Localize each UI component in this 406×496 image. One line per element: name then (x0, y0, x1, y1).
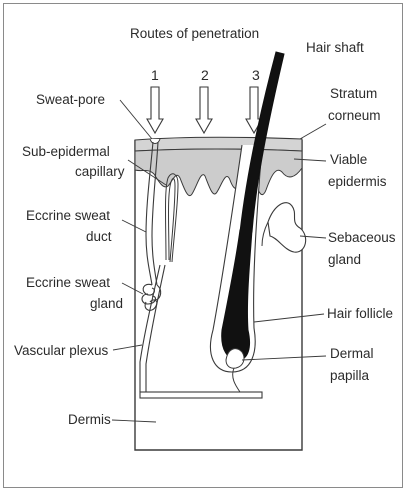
sebaceous-gland (268, 203, 306, 252)
route-number-1: 1 (151, 67, 159, 83)
leader-vascular-plexus (113, 345, 142, 350)
label-hair-shaft: Hair shaft (306, 40, 364, 55)
label-sub-epidermal-capillary-line2: capillary (75, 164, 125, 179)
route-arrow-1 (147, 87, 163, 133)
leader-stratum-corneum (300, 124, 326, 139)
leader-hair-follicle (254, 314, 324, 322)
label-stratum-corneum-line2: corneum (328, 108, 381, 123)
label-viable-epidermis-line1: Viable (330, 152, 367, 167)
label-eccrine-sweat-gland-line2: gland (90, 296, 123, 311)
leader-dermis (112, 420, 156, 422)
label-vascular-plexus: Vascular plexus (14, 343, 109, 358)
route-number-2: 2 (201, 67, 209, 83)
dermal-papilla (226, 349, 244, 368)
route-arrow-2 (196, 87, 212, 133)
leader-eccrine-sweat-duct (122, 220, 146, 232)
label-dermis: Dermis (68, 412, 111, 427)
label-eccrine-sweat-gland-line1: Eccrine sweat (26, 275, 110, 290)
label-viable-epidermis-line2: epidermis (328, 174, 387, 189)
label-sweat-pore: Sweat-pore (36, 92, 105, 107)
label-hair-follicle: Hair follicle (327, 306, 393, 321)
label-sebaceous-gland-line2: gland (328, 252, 361, 267)
label-sub-epidermal-capillary-line1: Sub-epidermal (22, 144, 110, 159)
route-number-3: 3 (252, 67, 260, 83)
label-eccrine-sweat-duct-line2: duct (86, 229, 112, 244)
label-eccrine-sweat-duct-line1: Eccrine sweat (26, 208, 110, 223)
diagram-title: Routes of penetration (130, 26, 259, 41)
viable-epidermis-layer (135, 149, 302, 196)
label-sebaceous-gland-line1: Sebaceous (328, 230, 396, 245)
label-stratum-corneum-line1: Stratum (330, 86, 377, 101)
dermis-plate (140, 392, 262, 398)
sebaceous-duct (262, 222, 268, 246)
label-dermal-papilla-line2: papilla (330, 368, 370, 383)
route-arrows (147, 87, 262, 133)
vascular-plexus (140, 265, 165, 392)
leader-eccrine-sweat-gland (122, 283, 143, 294)
label-dermal-papilla-line1: Dermal (330, 346, 374, 361)
leader-dermal-papilla (242, 356, 326, 360)
